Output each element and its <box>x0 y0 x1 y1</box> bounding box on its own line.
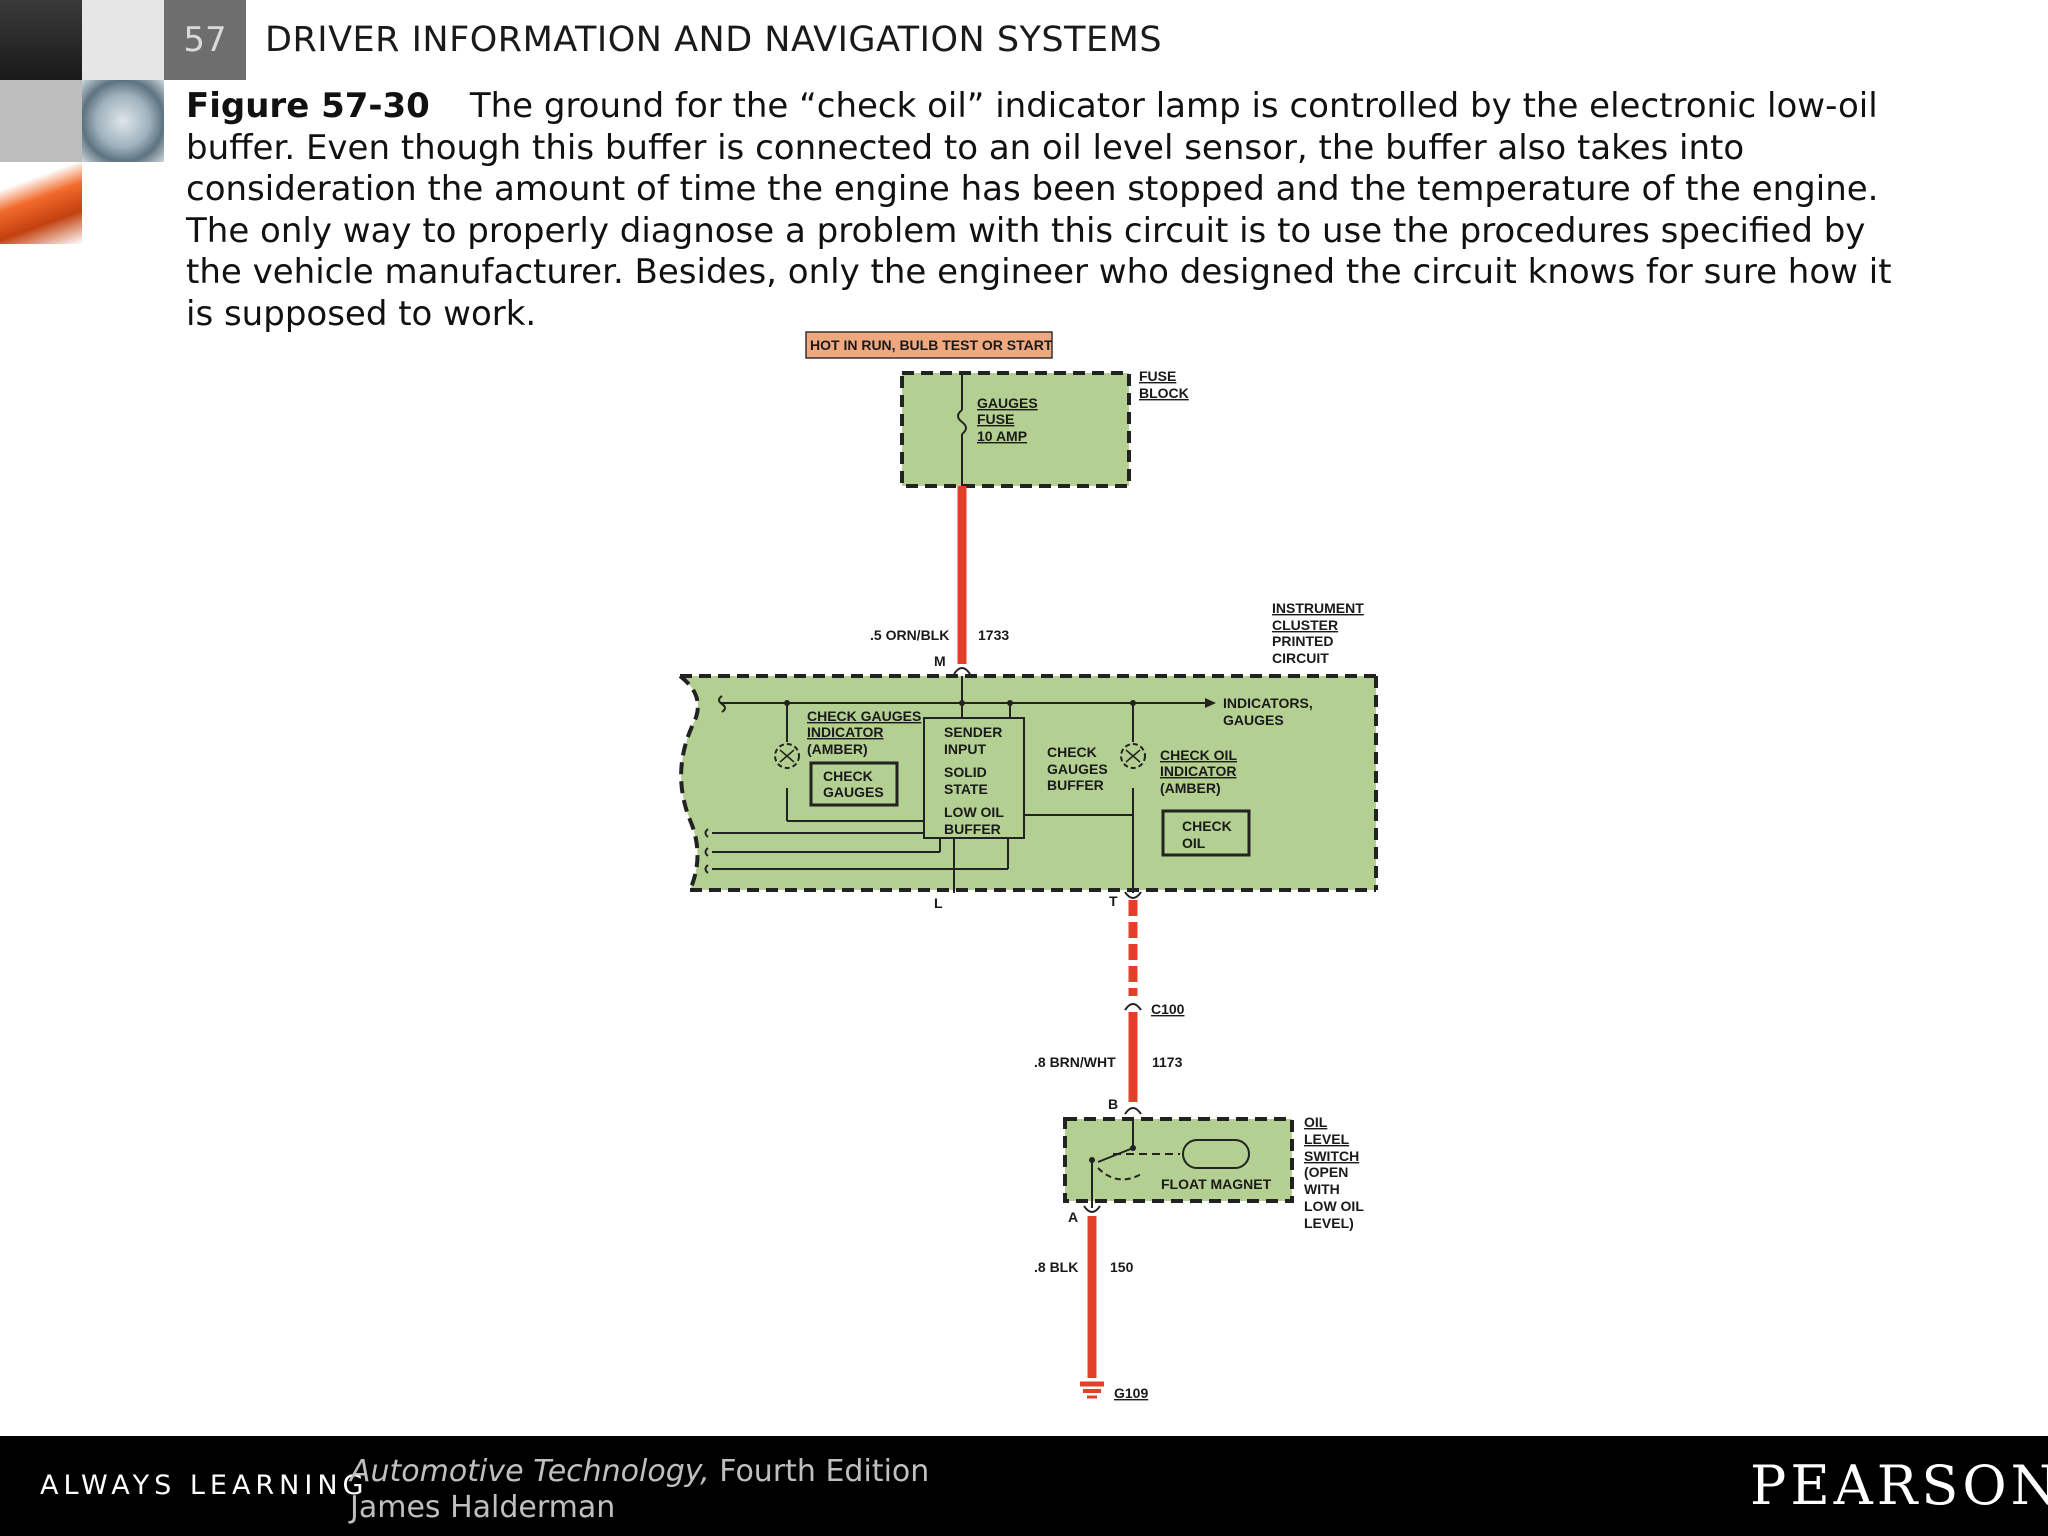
buffer-line3: SOLID <box>944 764 987 780</box>
connector-c100: C100 <box>1151 1001 1185 1017</box>
connector-c100-icon <box>1124 1003 1142 1011</box>
check-gauges-lamp-2: GAUGES <box>823 784 884 800</box>
cg-buffer-3: BUFFER <box>1047 777 1104 793</box>
check-gauges-ind-3: (AMBER) <box>807 741 868 757</box>
gauges-fuse-line1: GAUGES <box>977 395 1038 411</box>
cluster-label-3: PRINTED <box>1272 633 1333 649</box>
check-oil-ind-2: INDICATOR <box>1160 763 1236 779</box>
book-title: Automotive Technology, Fourth Edition <box>350 1454 929 1489</box>
connector-m-icon <box>953 667 971 675</box>
cg-buffer-1: CHECK <box>1047 744 1097 760</box>
instrument-cluster-panel <box>680 676 1376 890</box>
arrow-icon <box>1205 698 1216 708</box>
wire-mid-circuit: 1173 <box>1152 1054 1183 1070</box>
book-title-italic: Automotive Technology, <box>350 1454 710 1489</box>
float-magnet-icon <box>1182 1139 1250 1169</box>
pin-l: L <box>934 895 943 911</box>
buffer-line1: SENDER <box>944 724 1002 740</box>
buffer-line6: BUFFER <box>944 821 1001 837</box>
bulb-icon <box>1120 743 1146 769</box>
cluster-label-2: CLUSTER <box>1272 617 1338 633</box>
fuse-icon <box>957 409 967 435</box>
header-decoration <box>0 80 82 162</box>
connector-a-icon <box>1083 1205 1101 1213</box>
check-gauges-lamp-box <box>809 761 899 807</box>
pin-m: M <box>934 653 946 669</box>
oil-switch-4: (OPEN <box>1304 1164 1348 1180</box>
fuse-block-label-1: FUSE <box>1139 368 1176 384</box>
check-oil-lamp-1: CHECK <box>1182 818 1232 834</box>
wire-bot-gauge: .8 BLK <box>1034 1259 1078 1275</box>
indicators-gauges-2: GAUGES <box>1223 712 1284 728</box>
oil-switch-7: LEVEL) <box>1304 1215 1354 1231</box>
check-oil-lamp-2: OIL <box>1182 835 1206 851</box>
book-edition: Fourth Edition <box>709 1454 930 1489</box>
wire-bot-circuit: 150 <box>1110 1259 1134 1275</box>
check-gauges-ind-1: CHECK GAUGES <box>807 708 921 724</box>
buffer-line5: LOW OIL <box>944 804 1004 820</box>
oil-switch-2: LEVEL <box>1304 1131 1350 1147</box>
bulb-icon <box>774 743 800 769</box>
wiring-diagram: HOT IN RUN, BULB TEST OR START GAUGES FU… <box>678 331 1378 1401</box>
buffer-line2: INPUT <box>944 741 986 757</box>
float-magnet-label: FLOAT MAGNET <box>1161 1176 1272 1192</box>
ground-icon <box>1080 1381 1104 1399</box>
tagline: ALWAYS LEARNING <box>40 1470 369 1501</box>
figure-label: Figure 57-30 <box>186 86 430 126</box>
sports-car-thumbnail-image <box>0 162 82 244</box>
gauges-fuse-line3: 10 AMP <box>977 428 1027 444</box>
chapter-number: 57 <box>164 0 246 80</box>
ground-g109: G109 <box>1114 1385 1148 1401</box>
oil-switch-3: SWITCH <box>1304 1148 1359 1164</box>
oil-switch-6: LOW OIL <box>1304 1198 1364 1214</box>
chapter-title: DRIVER INFORMATION AND NAVIGATION SYSTEM… <box>265 20 1163 60</box>
gauges-fuse-line2: FUSE <box>977 411 1014 427</box>
connector-t-icon <box>1124 891 1142 899</box>
oil-switch-1: OIL <box>1304 1114 1328 1130</box>
cluster-label-4: CIRCUIT <box>1272 650 1329 666</box>
fuse-block-label-2: BLOCK <box>1139 385 1189 401</box>
check-oil-ind-3: (AMBER) <box>1160 780 1221 796</box>
pin-b: B <box>1108 1096 1118 1112</box>
header-decoration <box>82 0 164 80</box>
indicators-gauges-1: INDICATORS, <box>1223 695 1313 711</box>
connector-b-icon <box>1124 1107 1142 1115</box>
pin-a: A <box>1068 1209 1078 1225</box>
wire-mid-gauge: .8 BRN/WHT <box>1034 1054 1116 1070</box>
check-gauges-lamp-1: CHECK <box>823 768 873 784</box>
buffer-line4: STATE <box>944 781 988 797</box>
publisher-logo: PEARSON <box>1750 1454 2048 1517</box>
wire-top-circuit: 1733 <box>978 627 1009 643</box>
cg-buffer-2: GAUGES <box>1047 761 1108 777</box>
check-oil-lamp-box <box>1161 809 1251 857</box>
wire-top-gauge: .5 ORN/BLK <box>870 627 949 643</box>
low-oil-buffer-box <box>923 717 1025 839</box>
hot-label: HOT IN RUN, BULB TEST OR START <box>810 337 1053 353</box>
fuse-block-panel <box>900 371 1131 488</box>
hot-in-run-box <box>805 331 1053 359</box>
check-gauges-ind-2: INDICATOR <box>807 724 883 740</box>
check-oil-ind-1: CHECK OIL <box>1160 747 1237 763</box>
pin-t: T <box>1109 893 1118 909</box>
book-author: James Halderman <box>350 1490 616 1525</box>
caption-text: The ground for the “check oil” indicator… <box>186 86 1892 334</box>
cluster-label-1: INSTRUMENT <box>1272 600 1364 616</box>
footer-bar: ALWAYS LEARNING Automotive Technology, F… <box>0 1436 2048 1536</box>
car-thumbnail-image <box>0 0 82 80</box>
tire-thumbnail-image <box>82 80 164 162</box>
oil-switch-5: WITH <box>1304 1181 1340 1197</box>
